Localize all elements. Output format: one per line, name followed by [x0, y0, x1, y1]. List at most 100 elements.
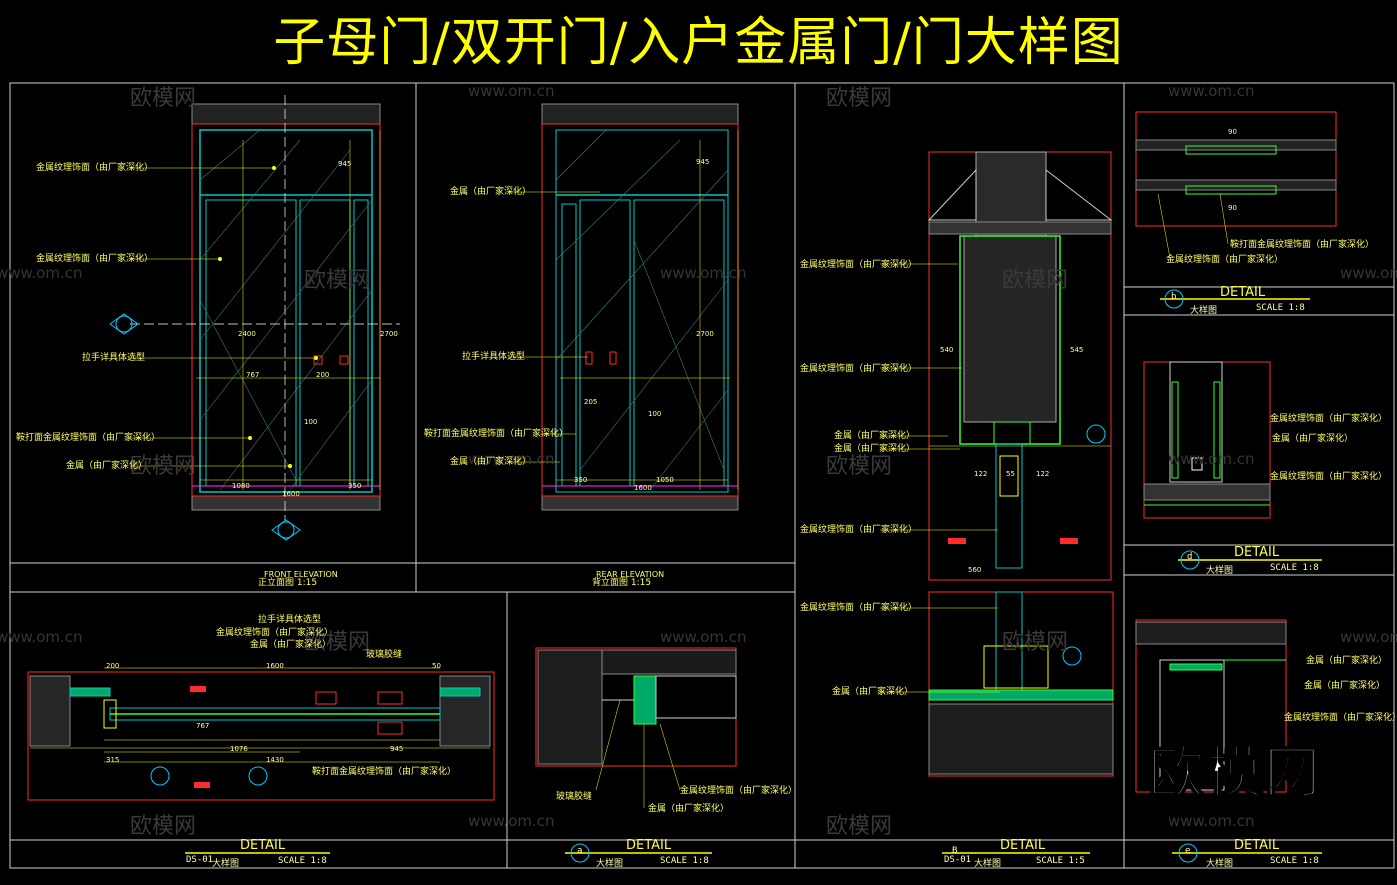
detail-e	[1135, 619, 1287, 793]
watermark-url: www.om.cn	[1340, 628, 1397, 646]
callout-metal: 金属（由厂家深化）	[648, 804, 730, 814]
callout-handle: 拉手详具体选型	[462, 352, 526, 362]
front-elevation-en: FRONT ELEVATION	[264, 570, 338, 579]
callout-metal-texture: 金属纹理饰面（由厂家深化）	[800, 364, 918, 374]
watermark-url: www.om.cn	[1168, 812, 1255, 830]
callout-brushed: 鞍打面金属纹理饰面（由厂家深化）	[312, 767, 457, 777]
detail-a	[535, 647, 737, 808]
detail-scale: SCALE 1:8	[1270, 563, 1319, 573]
callout-metal-texture: 金属纹理饰面（由厂家深化）	[1270, 472, 1388, 482]
detail-title: DETAIL	[240, 838, 286, 853]
callout-metal-texture: 金属纹理饰面（由厂家深化）	[36, 163, 154, 173]
detail-scale: SCALE 1:8	[1256, 303, 1305, 313]
callout-handle: 拉手详具体选型	[82, 353, 146, 363]
rear-elevation	[510, 103, 739, 511]
watermark-url: www.om.cn	[1168, 82, 1255, 100]
callout-metal: 金属（由厂家深化）	[450, 187, 532, 197]
detail-tag: B	[952, 846, 958, 856]
dim-1076: 1076	[230, 745, 248, 753]
callout-metal: 金属（由厂家深化）	[250, 640, 332, 650]
callout-metal: 金属（由厂家深化）	[834, 431, 916, 441]
dim-100: 100	[304, 418, 318, 426]
detail-cn: 大样图	[596, 859, 624, 869]
dim-350: 350	[574, 476, 588, 484]
detail-plan	[27, 667, 495, 801]
detail-cn: 大样图	[1206, 859, 1234, 869]
dim-1080: 1080	[232, 482, 250, 490]
detail-cn: 大样图	[974, 859, 1002, 869]
rear-elevation-en: REAR ELEVATION	[596, 570, 665, 579]
watermark: 欧模网	[826, 814, 893, 839]
callout-metal: 金属（由厂家深化）	[450, 457, 532, 467]
watermark: 欧模网	[130, 86, 197, 111]
callout-sealant: 玻璃胶缝	[366, 650, 403, 660]
detail-title: DETAIL	[1234, 838, 1280, 853]
dim-2700: 2700	[696, 330, 714, 338]
callout-metal: 金属（由厂家深化）	[832, 687, 914, 697]
callout-metal-texture: 金属纹理饰面（由厂家深化）	[36, 254, 154, 264]
dim-315: 315	[106, 756, 120, 764]
detail-cn: 大样图	[212, 859, 240, 869]
watermark-url: www.om.cn	[468, 812, 555, 830]
detail-d	[1143, 361, 1271, 519]
dim-350: 350	[348, 482, 362, 490]
dim-2400: 2400	[238, 330, 256, 338]
front-elevation	[109, 95, 400, 541]
dim-1430: 1430	[266, 756, 284, 764]
watermark: 欧模网	[826, 454, 893, 479]
watermark-url: www.om.cn	[468, 82, 555, 100]
dim-767: 767	[246, 371, 260, 379]
callout-handle: 拉手详具体选型	[258, 615, 322, 625]
rear-elevation-cn: 背立面图 1:15	[592, 578, 652, 588]
dim-200: 200	[316, 371, 330, 379]
dim-1600: 1600	[282, 490, 300, 498]
detail-scale: SCALE 1:5	[1036, 856, 1085, 866]
callout-metal: 金属（由厂家深化）	[1304, 681, 1386, 691]
dim-1050: 1050	[656, 476, 674, 484]
detail-scale: SCALE 1:8	[660, 856, 709, 866]
dim-945: 945	[390, 745, 404, 753]
detail-title: DETAIL	[1000, 838, 1046, 853]
dim-540: 540	[940, 346, 954, 354]
detail-tag: d	[1187, 552, 1193, 562]
watermark-url: www.om.cn	[0, 264, 83, 282]
detail-section	[880, 151, 1114, 777]
callout-brushed: 鞍打面金属纹理饰面（由厂家深化）	[16, 433, 161, 443]
dim-945: 945	[338, 160, 352, 168]
dim-50: 50	[432, 662, 441, 670]
callout-metal-texture: 金属纹理饰面（由厂家深化）	[1284, 713, 1397, 723]
callout-metal: 金属（由厂家深化）	[1306, 656, 1388, 666]
sheet-frame	[9, 82, 1395, 869]
watermark: 欧模网	[826, 86, 893, 111]
dim-767: 767	[196, 722, 210, 730]
callout-brushed: 鞍打面金属纹理饰面（由厂家深化）	[424, 429, 569, 439]
dim-560: 560	[968, 566, 982, 574]
detail-scale: SCALE 1:8	[278, 856, 327, 866]
callout-metal-texture: 金属纹理饰面（由厂家深化）	[1166, 255, 1284, 265]
callout-metal-texture: 金属纹理饰面（由厂家深化）	[1270, 414, 1388, 424]
detail-title: DETAIL	[1234, 545, 1280, 560]
detail-tag: b	[1171, 292, 1177, 302]
watermark: 欧模网	[304, 630, 371, 655]
dim-205: 205	[584, 398, 598, 406]
watermark-url: www.om.cn	[468, 450, 555, 468]
watermark-url: www.om.cn	[1168, 450, 1255, 468]
dim-122b: 122	[1036, 470, 1050, 478]
detail-b	[1135, 111, 1337, 259]
callout-metal-texture: 金属纹理饰面（由厂家深化）	[216, 628, 334, 638]
dim-1600: 1600	[634, 484, 652, 492]
dim-1600: 1600	[266, 662, 284, 670]
watermark: 欧模网	[130, 814, 197, 839]
dim-200: 200	[106, 662, 120, 670]
brand-logo: 欧模网	[1147, 740, 1322, 807]
watermark-url: www.om.cn	[660, 264, 747, 282]
callout-metal: 金属（由厂家深化）	[1272, 434, 1354, 444]
dim-100: 100	[648, 410, 662, 418]
dim-122: 122	[974, 470, 988, 478]
detail-tag: a	[577, 846, 583, 856]
detail-tag: DS-01	[186, 855, 214, 865]
front-elevation-cn: 正立面图 1:15	[258, 578, 318, 588]
watermark-url: www.om.cn	[1340, 264, 1397, 282]
watermark: 欧模网	[1002, 268, 1069, 293]
